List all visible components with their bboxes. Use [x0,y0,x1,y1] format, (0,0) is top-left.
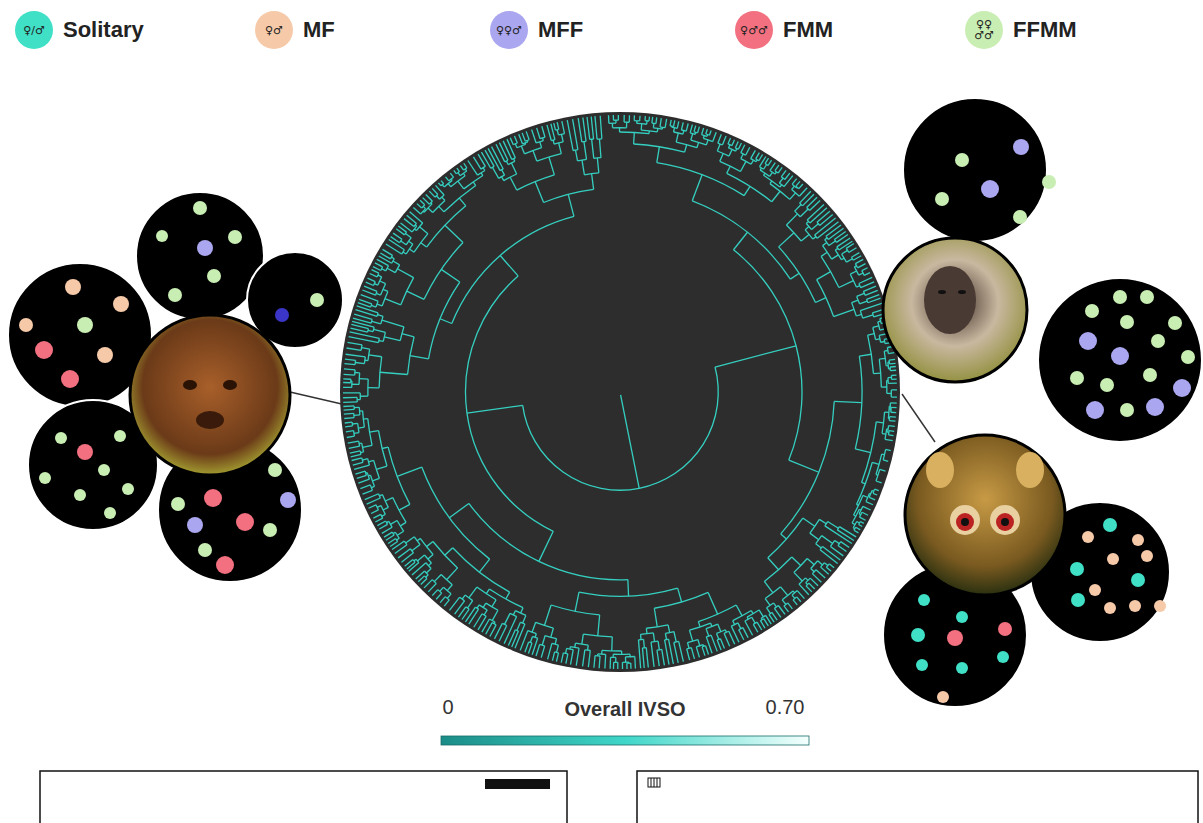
legend-item: ♀♂ MF [255,10,335,50]
legend-swatch: ♀♂♂ [735,11,773,49]
legend-item: ♀♀♂♂ FFMM [965,10,1077,50]
legend-swatch: ♀♀♂ [490,11,528,49]
sex-symbol: ♀/♂ [23,25,45,36]
colorbar-label: 0.70 [766,696,805,719]
legend-text: MFF [538,17,583,43]
legend-swatch: ♀♂ [255,11,293,49]
colorbar-label: Overall IVSO [564,698,685,721]
sex-symbol: ♀♂ [265,25,283,36]
legend-text: Solitary [63,17,144,43]
sex-symbol: ♀♀♂♂ [973,19,995,41]
sex-symbol: ♀♂♂ [740,25,768,36]
legend-item: ♀♂♂ FMM [735,10,833,50]
legend-text: FMM [783,17,833,43]
legend-text: MF [303,17,335,43]
legend-swatch: ♀/♂ [15,11,53,49]
legend-item: ♀♀♂ MFF [490,10,583,50]
legend-swatch: ♀♀♂♂ [965,11,1003,49]
sex-symbol: ♀♀♂ [496,25,522,36]
colorbar-label: 0 [442,696,453,719]
legend-text: FFMM [1013,17,1077,43]
legend-item: ♀/♂ Solitary [15,10,144,50]
